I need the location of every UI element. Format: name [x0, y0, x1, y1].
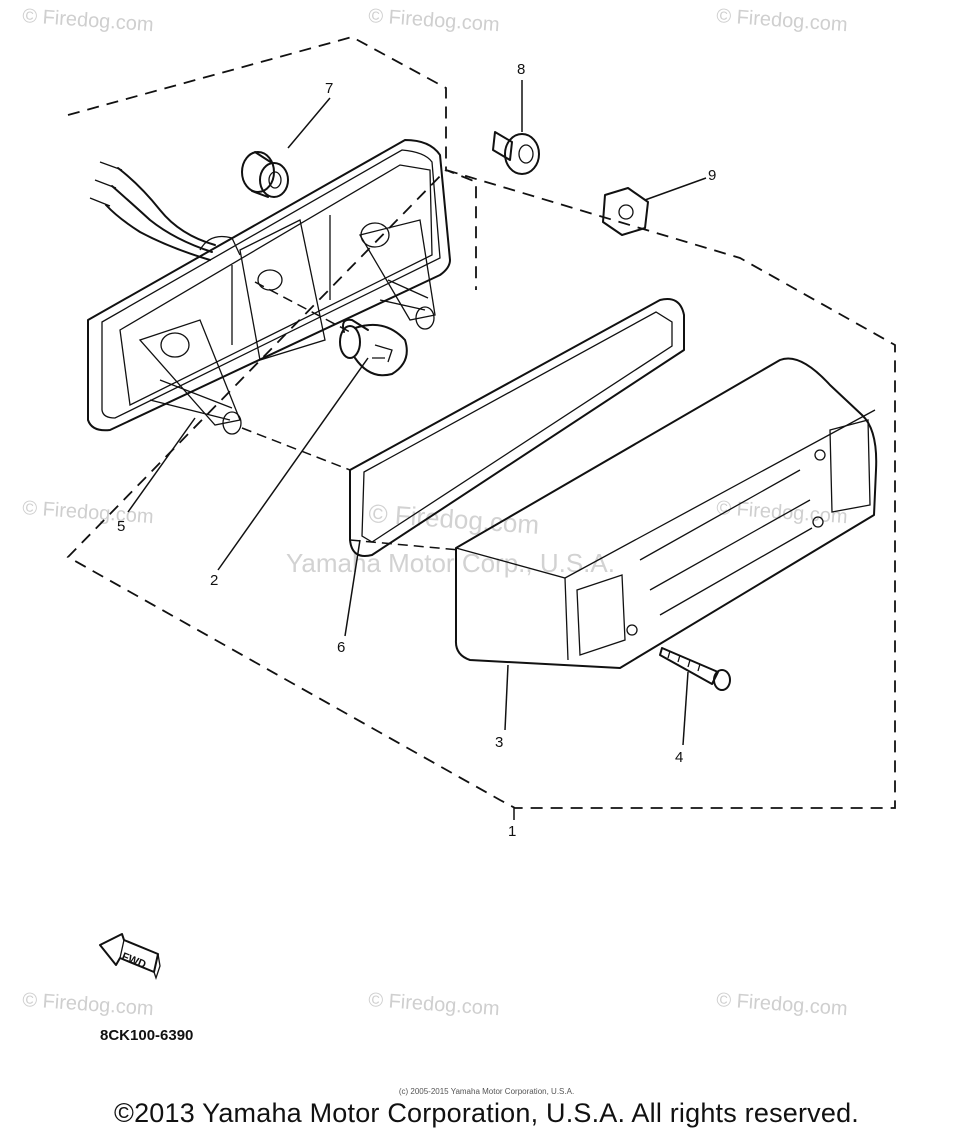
callout-label: 9 — [708, 167, 716, 184]
fwd-label: FWD — [120, 951, 148, 972]
watermark: © Firedog.com — [22, 5, 155, 36]
lens — [454, 357, 878, 669]
callout-label: 7 — [325, 80, 333, 97]
diagram-code: 8CK100-6390 — [100, 1027, 193, 1044]
small-copyright: (c) 2005-2015 Yamaha Motor Corporation, … — [398, 1087, 575, 1096]
watermark: © Firedog.com — [368, 989, 501, 1020]
callout-label: 6 — [337, 639, 345, 656]
callouts: 1 2 3 4 5 6 7 8 9 — [117, 61, 716, 840]
grommet — [241, 151, 289, 198]
lamp-base-housing — [87, 139, 451, 435]
leader-lines — [127, 80, 707, 820]
callout-label: 8 — [517, 61, 525, 78]
callout-label: 5 — [117, 518, 125, 535]
watermark: © Firedog.com — [716, 989, 849, 1020]
screw — [659, 647, 731, 691]
watermark-center: Yamaha Motor Corp., U.S.A. — [286, 548, 615, 578]
watermark: © Firedog.com — [22, 989, 155, 1020]
bulb — [339, 318, 408, 377]
watermark: © Firedog.com — [716, 5, 849, 36]
watermark-center: © Firedog.com — [368, 498, 541, 540]
nut — [602, 187, 649, 236]
callout-label: 2 — [210, 572, 218, 589]
bushing — [492, 131, 540, 175]
gasket — [349, 298, 685, 557]
wire-harness — [89, 161, 216, 261]
watermark: © Firedog.com — [716, 497, 849, 528]
watermark: © Firedog.com — [368, 5, 501, 36]
callout-label: 3 — [495, 734, 503, 751]
fwd-arrow-icon: FWD — [99, 933, 161, 981]
callout-label: 1 — [508, 823, 516, 840]
callout-label: 4 — [675, 749, 683, 766]
assembly-boundary — [66, 36, 896, 809]
footer-copyright: ©2013 Yamaha Motor Corporation, U.S.A. A… — [113, 1098, 860, 1128]
